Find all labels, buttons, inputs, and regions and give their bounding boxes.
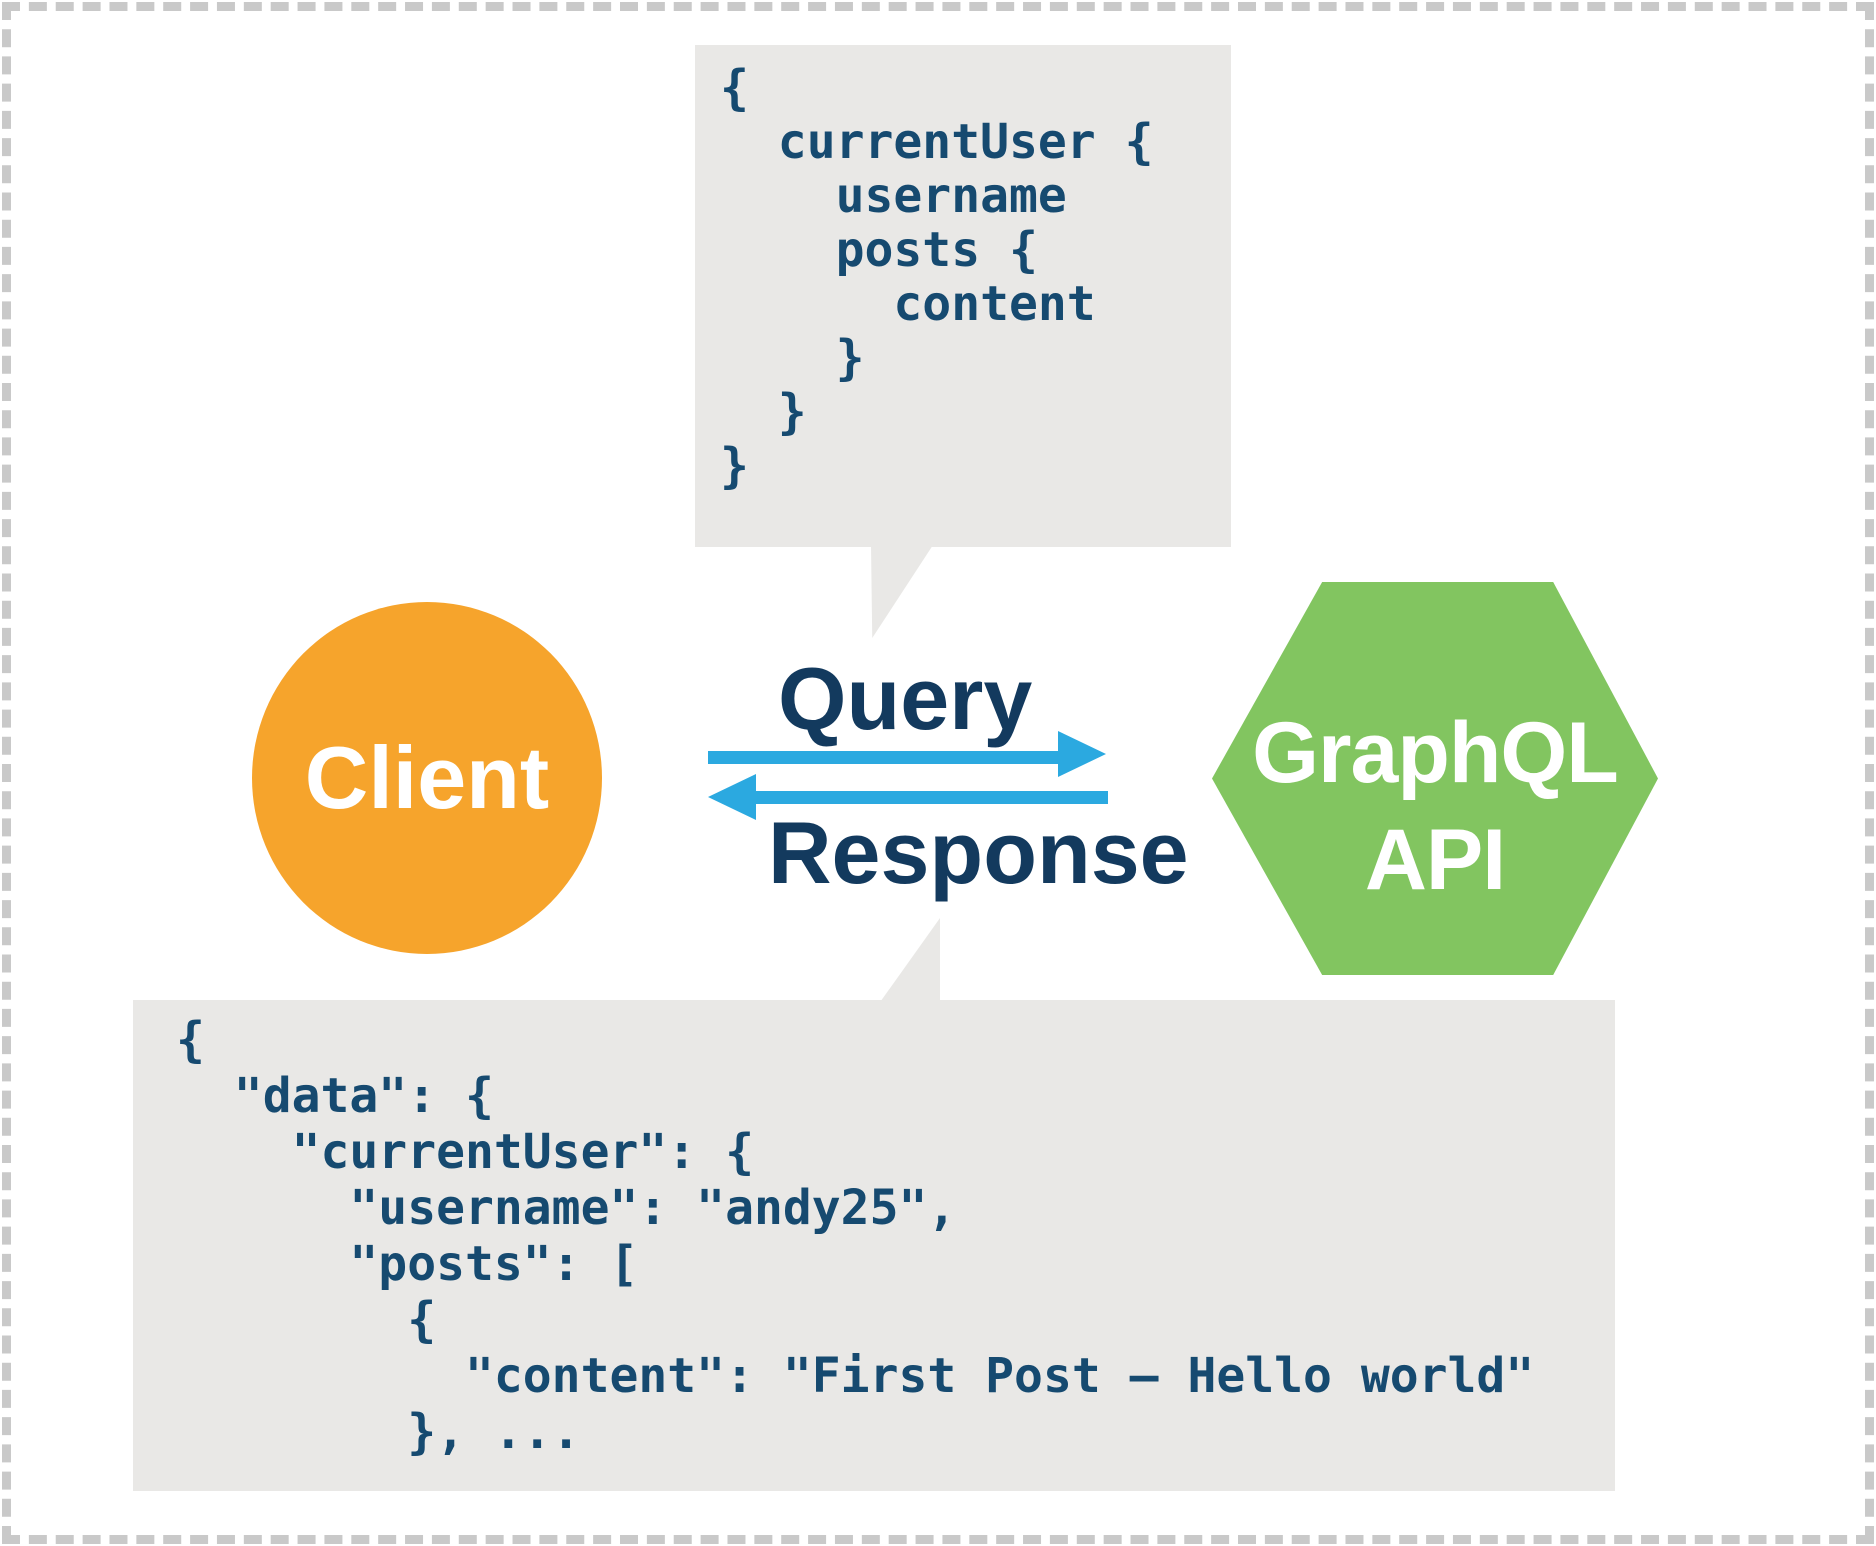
query-arrow-right-head-icon [1058, 731, 1106, 777]
response-arrow-left-head-icon [708, 774, 756, 820]
query-flow-label: Query [778, 649, 1033, 748]
graphql-api-node-hexagon: GraphQL API [1212, 582, 1658, 975]
graphql-api-label-line2: API [1364, 812, 1506, 908]
graphql-api-label-line1: GraphQL [1252, 705, 1619, 801]
response-bubble-tail [878, 918, 940, 1005]
query-code-bubble [695, 45, 1231, 547]
graphql-query-code: { currentUser { username posts { content… [720, 60, 1154, 494]
query-arrow-shaft [708, 751, 1063, 764]
response-arrow-shaft [752, 791, 1108, 804]
response-flow-label: Response [768, 803, 1189, 902]
response-code-bubble [133, 1000, 1615, 1491]
query-bubble-tail [871, 545, 933, 638]
client-node-circle: Client [252, 602, 602, 954]
client-node-label: Client [304, 728, 550, 827]
json-response-code: { "data": { "currentUser": { "username":… [176, 1012, 1535, 1460]
